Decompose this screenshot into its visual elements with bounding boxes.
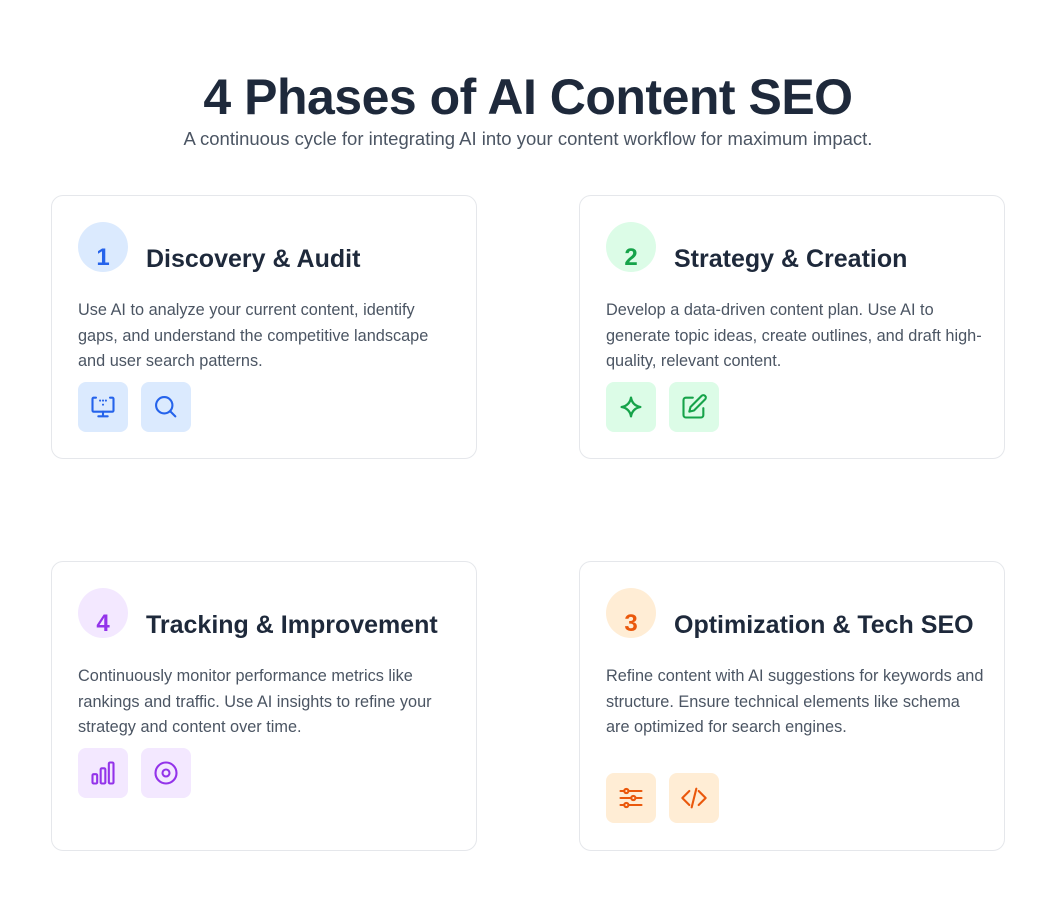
sliders-icon[interactable] bbox=[606, 773, 656, 823]
phase-number-badge: 3 bbox=[606, 588, 656, 638]
phase-number-badge: 1 bbox=[78, 222, 128, 272]
edit-icon[interactable] bbox=[669, 382, 719, 432]
phase-description: Refine content with AI suggestions for k… bbox=[606, 667, 984, 736]
phase-description: Use AI to analyze your current content, … bbox=[78, 301, 429, 370]
phase-card-discovery: 1 Discovery & Audit Use AI to analyze yo… bbox=[51, 195, 477, 459]
page-subtitle: A continuous cycle for integrating AI in… bbox=[183, 128, 873, 149]
phase-icons bbox=[78, 382, 191, 432]
phase-description: Continuously monitor performance metrics… bbox=[78, 667, 432, 736]
phase-title: Strategy & Creation bbox=[674, 245, 908, 273]
phase-title: Discovery & Audit bbox=[146, 245, 361, 273]
phase-number-badge: 4 bbox=[78, 588, 128, 638]
phase-icons bbox=[606, 773, 719, 823]
phase-number-badge: 2 bbox=[606, 222, 656, 272]
page-title: 4 Phases of AI Content SEO bbox=[203, 69, 853, 125]
bar-chart-icon[interactable] bbox=[78, 748, 128, 798]
phase-card-tracking: 4 Tracking & Improvement Continuously mo… bbox=[51, 561, 477, 851]
monitor-icon[interactable] bbox=[78, 382, 128, 432]
search-icon[interactable] bbox=[141, 382, 191, 432]
phase-icons bbox=[606, 382, 719, 432]
phase-card-optimization: 3 Optimization & Tech SEO Refine content… bbox=[579, 561, 1005, 851]
phase-title: Tracking & Improvement bbox=[146, 611, 438, 639]
phase-title: Optimization & Tech SEO bbox=[674, 611, 974, 639]
phase-icons bbox=[78, 748, 191, 798]
sparkle-icon[interactable] bbox=[606, 382, 656, 432]
code-icon[interactable] bbox=[669, 773, 719, 823]
phase-card-strategy: 2 Strategy & Creation Develop a data-dri… bbox=[579, 195, 1005, 459]
target-icon[interactable] bbox=[141, 748, 191, 798]
phase-description: Develop a data-driven content plan. Use … bbox=[606, 301, 982, 370]
